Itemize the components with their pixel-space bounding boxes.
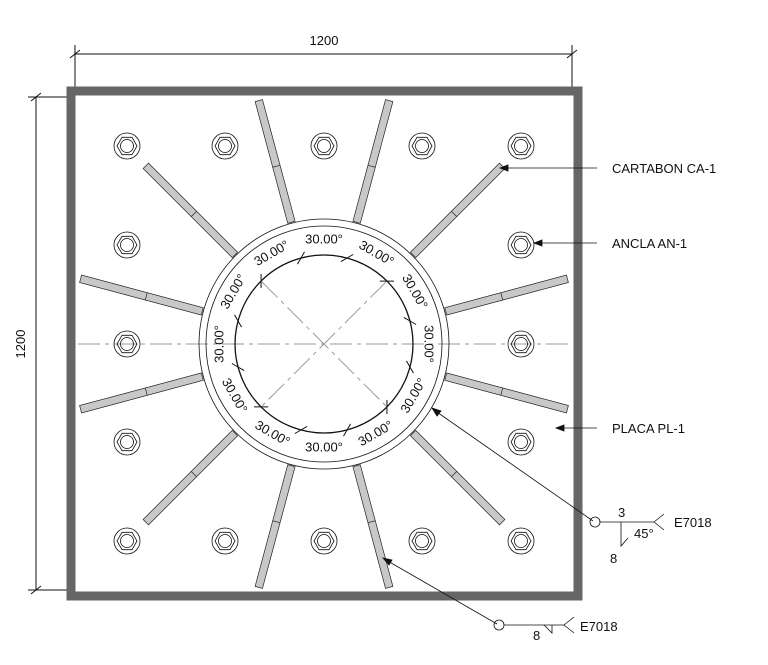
angle-tick xyxy=(253,406,269,408)
gusset-plate xyxy=(352,464,394,589)
base-plate xyxy=(66,86,583,601)
gusset-joint xyxy=(144,387,148,396)
gusset-plate xyxy=(79,372,204,414)
angle-tick xyxy=(231,363,245,372)
gusset-joint xyxy=(500,292,504,301)
anchor-bolt xyxy=(310,132,338,160)
anchor-bolt xyxy=(211,527,239,555)
gusset-joint xyxy=(144,292,148,301)
angle-label-group: 30.00°30.00°30.00°30.00°30.00°30.00°30.0… xyxy=(211,231,436,454)
gusset-plate xyxy=(352,99,394,224)
gusset-plate xyxy=(409,429,506,526)
angle-tick xyxy=(405,360,414,374)
dimension-width-label: 1200 xyxy=(310,33,339,48)
angle-label: 30.00° xyxy=(252,417,292,449)
weld-symbol-2 xyxy=(381,557,575,634)
gusset-joint xyxy=(367,520,376,524)
weld-2-size: 8 xyxy=(533,628,540,643)
callout-gusset-label: CARTABON CA-1 xyxy=(612,161,716,176)
anchor-bolt xyxy=(507,527,535,555)
angle-tick xyxy=(379,280,395,282)
anchor-bolt xyxy=(113,428,141,456)
gusset-plate xyxy=(142,429,239,526)
weld-symbol-1 xyxy=(431,407,665,548)
anchor-bolt xyxy=(113,132,141,160)
gusset-joint xyxy=(451,210,458,217)
weld-1-electrode: E7018 xyxy=(674,515,712,530)
angle-label: 30.00° xyxy=(305,439,343,454)
anchor-bolt xyxy=(310,527,338,555)
gusset-plate xyxy=(409,162,506,259)
dimension-height-label: 1200 xyxy=(13,330,28,359)
gusset-joint xyxy=(190,210,197,217)
column-section xyxy=(198,218,450,470)
gusset-plate xyxy=(444,274,569,316)
gusset-joint xyxy=(367,164,376,168)
anchor-bolt xyxy=(408,132,436,160)
callout-gusset xyxy=(498,164,597,172)
anchor-bolt xyxy=(113,330,141,358)
angle-label: 30.00° xyxy=(397,375,429,415)
gusset-joint xyxy=(451,471,458,478)
angle-tick xyxy=(294,425,308,434)
gusset-plate xyxy=(79,274,204,316)
callout-plate xyxy=(554,424,597,432)
angle-label: 30.00° xyxy=(219,375,251,415)
gusset-joint xyxy=(500,387,504,396)
angle-tick xyxy=(234,314,243,328)
angle-label: 30.00° xyxy=(355,417,395,449)
angle-tick xyxy=(403,316,417,325)
angle-tick xyxy=(260,273,262,289)
dimension-top xyxy=(69,45,578,88)
angle-label: 30.00° xyxy=(305,231,343,246)
callout-plate-label: PLACA PL-1 xyxy=(612,421,685,436)
anchor-bolt xyxy=(507,428,535,456)
anchor-bolt xyxy=(113,231,141,259)
weld-2-electrode: E7018 xyxy=(580,619,618,634)
weld-1-size-bottom: 8 xyxy=(610,551,617,566)
angle-tick xyxy=(296,251,305,265)
gusset-plate xyxy=(254,464,296,589)
angle-label: 30.00° xyxy=(422,325,437,363)
gusset-joint xyxy=(272,520,281,524)
angle-tick xyxy=(343,423,352,437)
gusset-joint xyxy=(190,471,197,478)
angle-tick xyxy=(340,254,354,263)
gusset-plate xyxy=(444,372,569,414)
dimension-left xyxy=(28,92,70,595)
anchor-bolt xyxy=(113,527,141,555)
anchor-bolt xyxy=(507,330,535,358)
gusset-group xyxy=(79,99,569,589)
gusset-plate xyxy=(142,162,239,259)
weld-1-size-top: 3 xyxy=(618,505,625,520)
gusset-plate xyxy=(254,99,296,224)
angle-tick xyxy=(386,399,388,415)
centerlines xyxy=(78,281,570,407)
anchor-bolt xyxy=(507,231,535,259)
anchor-bolt-group xyxy=(113,132,535,555)
angle-tick-group xyxy=(231,251,417,437)
angle-label: 30.00° xyxy=(211,325,226,363)
anchor-bolt xyxy=(211,132,239,160)
callout-anchor-label: ANCLA AN-1 xyxy=(612,236,687,251)
gusset-joint xyxy=(272,164,281,168)
weld-1-angle: 45° xyxy=(634,526,654,541)
anchor-bolt xyxy=(507,132,535,160)
callout-anchor xyxy=(532,239,597,247)
anchor-bolt xyxy=(408,527,436,555)
